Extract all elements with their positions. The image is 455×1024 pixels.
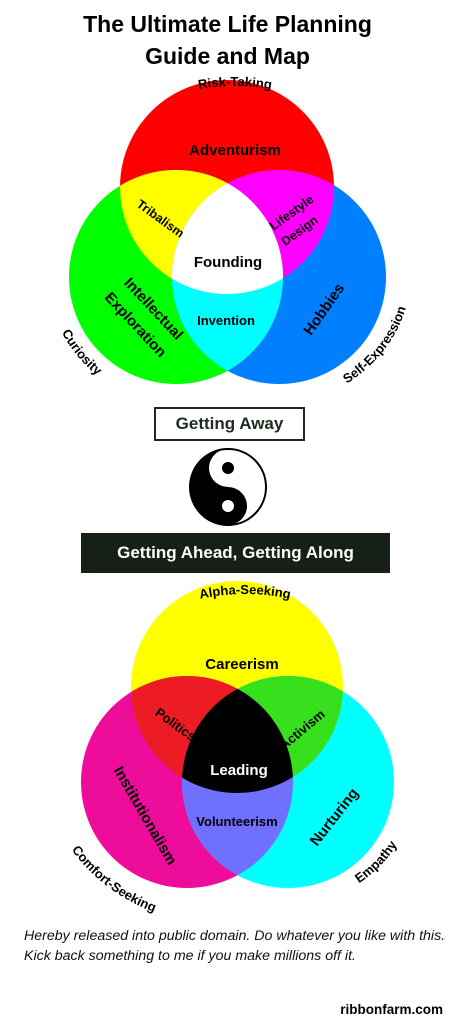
page-title-line-2: Guide and Map: [145, 43, 310, 69]
bottom-venn-label-left-right: Volunteerism: [196, 814, 277, 829]
yin-yang-icon: [189, 448, 267, 526]
page-title-line-1: The Ultimate Life Planning: [83, 11, 372, 37]
bottom-venn-outer-top-label: Alpha-Seeking: [198, 582, 292, 602]
bottom-venn-diagram: Alpha-Seeking Comfort-Seeking Empathy Ca…: [69, 581, 400, 915]
getting-away-box: Getting Away: [154, 407, 305, 441]
site-credit: ribbonfarm.com: [340, 1002, 443, 1017]
top-venn-label-center: Founding: [194, 254, 262, 271]
getting-ahead-label: Getting Ahead, Getting Along: [117, 543, 354, 562]
bottom-venn-label-top: Careerism: [205, 656, 278, 673]
public-domain-note: Hereby released into public domain. Do w…: [24, 928, 446, 964]
bottom-venn-label-center: Leading: [210, 762, 268, 779]
top-venn-center: [172, 170, 283, 294]
top-venn-outer-top-label: Risk-Taking: [197, 74, 273, 92]
getting-ahead-box: Getting Ahead, Getting Along: [81, 533, 390, 573]
top-venn-diagram: Risk-Taking Curiosity Self-Expression Ad…: [59, 74, 409, 386]
top-venn-label-left-right: Invention: [197, 313, 255, 328]
getting-away-label: Getting Away: [175, 414, 284, 433]
top-venn-label-top: Adventurism: [189, 142, 281, 159]
